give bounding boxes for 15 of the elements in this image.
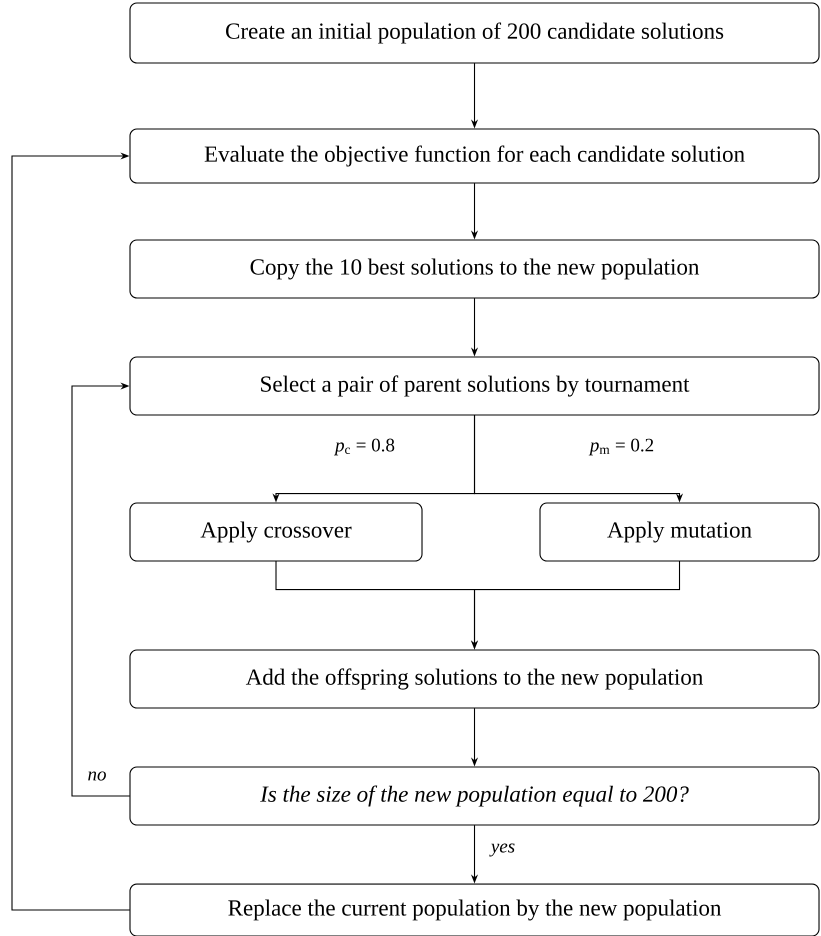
edge-label: yes xyxy=(489,842,516,858)
process-box: Add the offspring solutions to the new population xyxy=(129,649,820,709)
process-box: Evaluate the objective function for each candidate solution xyxy=(129,128,820,184)
arrow xyxy=(71,382,130,797)
process-box: Replace the current population by the new population xyxy=(129,883,820,936)
process-box: Apply mutation xyxy=(539,502,820,562)
arrow xyxy=(11,152,130,911)
process-box: Is the size of the new population equal to 200? xyxy=(129,766,820,826)
edge-label: no xyxy=(86,770,108,782)
process-box: Select a pair of parent solutions by tournament xyxy=(129,356,820,416)
process-box: Create an initial population of 200 candidate solutions xyxy=(129,2,820,64)
process-box: Copy the 10 best solutions to the new population xyxy=(129,239,820,299)
process-box: Apply crossover xyxy=(129,502,423,562)
edge-label: p$_{c}$ = 0.8 xyxy=(334,438,396,456)
edge-label: p$_{m}$ = 0.2 xyxy=(588,438,656,456)
